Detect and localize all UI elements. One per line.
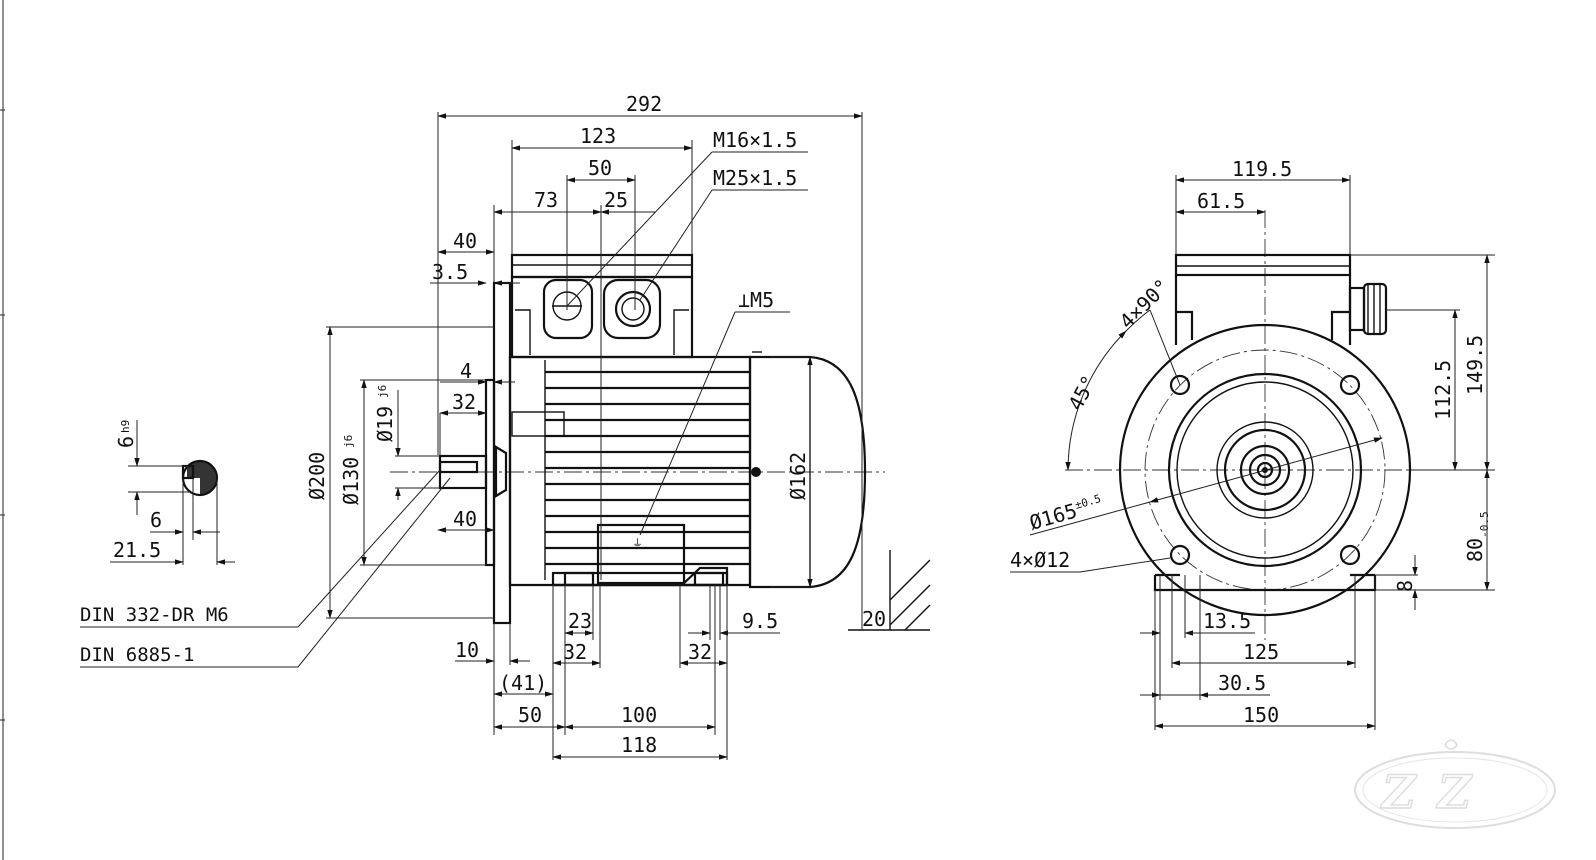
spigot bbox=[484, 378, 496, 567]
gland-large bbox=[602, 278, 662, 340]
dim-shaft-height: 80-0.5 bbox=[1463, 511, 1491, 562]
dim-shaft-diameter: Ø19 bbox=[373, 406, 397, 442]
dim-motor-diameter: Ø162 bbox=[786, 452, 810, 500]
side-view: ⏚ 292 123 50 73 25 M16×1.5 bbox=[80, 92, 931, 760]
motor-body bbox=[508, 355, 752, 587]
earth-symbol: ⏚ bbox=[632, 537, 643, 550]
dim-foot-length: 23 bbox=[568, 609, 592, 633]
key-height-label: 6 bbox=[114, 436, 138, 448]
dim-flange-holes: 4×Ø12 bbox=[1010, 548, 1070, 572]
dim-foot-height-ref: 20 bbox=[862, 607, 886, 631]
company-logo: ZZ bbox=[1354, 739, 1556, 829]
dim-flange-offset: 10 bbox=[455, 638, 479, 662]
dim-front-box-offset: 61.5 bbox=[1197, 189, 1245, 213]
flange-hole bbox=[1169, 374, 1191, 396]
dim-front-foot-width: 150 bbox=[1243, 703, 1279, 727]
shaft-depth-label: 21.5 bbox=[113, 538, 161, 562]
front-terminal-lid bbox=[1174, 253, 1352, 277]
label-key-standard: DIN 6885-1 bbox=[80, 644, 194, 666]
front-cable-gland bbox=[1348, 286, 1366, 332]
dim-foot-flange-distance: 50 bbox=[518, 703, 542, 727]
dim-entry-offset: 25 bbox=[604, 188, 628, 212]
key-width-label: 6 bbox=[150, 508, 162, 532]
dim-shaft-tolerance: j6 bbox=[376, 385, 389, 398]
key-section-view: 6 h9 6 21.5 bbox=[110, 420, 235, 565]
dim-front-foot-edge: 30.5 bbox=[1218, 671, 1266, 695]
dim-hole-offset-angle: 45° bbox=[1063, 371, 1101, 414]
dim-flange-to-box: 40 bbox=[453, 229, 477, 253]
dim-flange-diameter: Ø200 bbox=[305, 452, 329, 500]
dim-shaft-length: 32 bbox=[452, 390, 476, 414]
dim-shaft-key-length: 40 bbox=[453, 507, 477, 531]
front-terminal-box bbox=[1174, 275, 1352, 345]
dim-foot-hole: 9.5 bbox=[742, 609, 778, 633]
dim-foot-length-total: 118 bbox=[621, 733, 657, 757]
dim-spigot-tolerance: j6 bbox=[342, 435, 355, 448]
front-view: 119.5 61.5 45° 4×90° Ø165±0.5 4×Ø12 112.… bbox=[1010, 157, 1495, 730]
dim-foot-thickness: 8 bbox=[1393, 580, 1417, 592]
logo-text: ZZ bbox=[1380, 765, 1493, 819]
label-gland-large: M25×1.5 bbox=[713, 166, 797, 190]
dim-front-foot-spacing: 125 bbox=[1243, 640, 1279, 664]
dim-foot-hole-spacing: 100 bbox=[621, 703, 657, 727]
shaft-collar bbox=[494, 445, 508, 498]
dim-spigot-depth: 4 bbox=[460, 359, 472, 383]
dim-terminal-box-width: 123 bbox=[580, 124, 616, 148]
shaft-section-hatch bbox=[187, 461, 217, 495]
terminal-box bbox=[510, 275, 694, 359]
dim-flange-thickness: 3.5 bbox=[432, 260, 468, 284]
dim-foot-right: 32 bbox=[688, 640, 712, 664]
dim-box-to-entry: 73 bbox=[534, 188, 558, 212]
flange-hole bbox=[1339, 544, 1361, 566]
dim-hole-angle: 4×90° bbox=[1115, 274, 1175, 334]
dim-pcd: Ø165±0.5 bbox=[1027, 491, 1105, 535]
flange-hole bbox=[1339, 374, 1361, 396]
fan-cowl-center bbox=[751, 467, 761, 477]
fan-cowl bbox=[748, 355, 867, 589]
dim-front-height-total: 149.5 bbox=[1463, 335, 1487, 395]
earth-block bbox=[596, 523, 686, 585]
dim-front-height-112: 112.5 bbox=[1431, 360, 1455, 420]
flange-hole bbox=[1169, 544, 1191, 566]
dim-front-box-width: 119.5 bbox=[1232, 157, 1292, 181]
cooling-fins bbox=[544, 360, 750, 580]
dim-overall-length: 292 bbox=[626, 92, 662, 116]
dim-spigot-diameter: Ø130 bbox=[339, 457, 363, 505]
key-height-tolerance: h9 bbox=[119, 420, 132, 433]
label-gland-small: M16×1.5 bbox=[713, 128, 797, 152]
dim-foot-offset: (41) bbox=[499, 671, 547, 695]
terminal-box-lid bbox=[510, 253, 694, 279]
shaft-key bbox=[438, 460, 479, 474]
dim-entry-spacing: 50 bbox=[588, 156, 612, 180]
label-earth-thread: ⊥M5 bbox=[738, 288, 774, 312]
label-center-hole: DIN 332-DR M6 bbox=[80, 604, 229, 626]
gland-small bbox=[542, 278, 594, 340]
dim-front-foot-hole: 13.5 bbox=[1203, 609, 1251, 633]
dim-foot-left: 32 bbox=[563, 640, 587, 664]
